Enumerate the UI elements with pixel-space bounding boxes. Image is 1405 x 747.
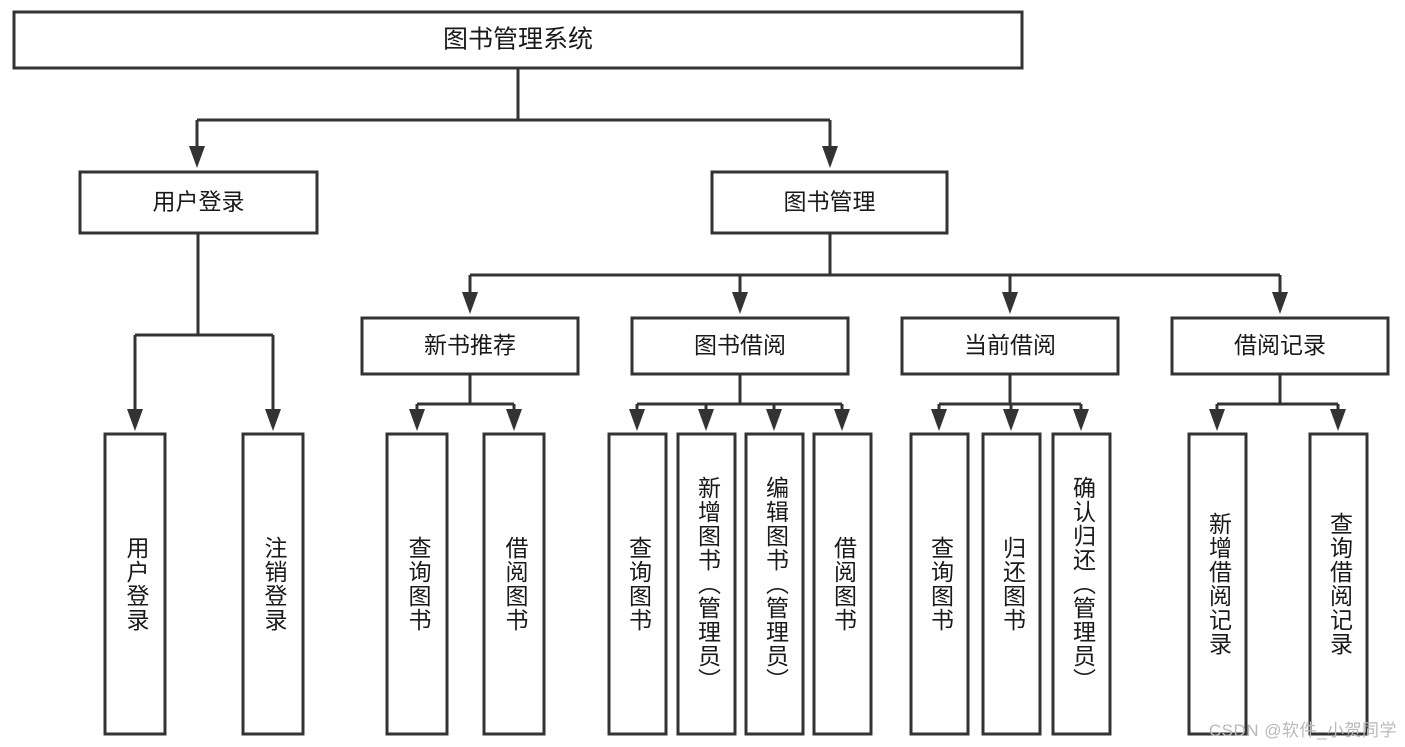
node-border [981,432,1042,736]
node-label: 用户登录 [153,189,245,215]
node-leaf-leaf-query-book-2[interactable] [607,432,668,736]
node-level2-user-login[interactable]: 用户登录 [78,170,319,235]
connector-arrowhead [822,146,838,168]
connector-arrowhead [1073,409,1089,431]
connector-group-level2-to-level3 [462,233,1288,314]
node-label: 借阅记录 [1234,332,1326,358]
connector-arrowhead [1330,409,1346,431]
node-border [710,170,949,235]
connector-group-book-borrow-to-leaves [629,374,850,431]
node-border [385,432,449,736]
connector-arrowhead [1209,409,1225,431]
connector-arrowhead [766,409,782,431]
node-border [630,316,850,376]
connector-arrowhead [265,409,281,431]
connector-group-user-login-to-leaves [127,233,281,431]
node-label: 新书推荐 [424,332,516,358]
connector-arrowhead [834,409,850,431]
node-leaf-leaf-query-book-1[interactable] [385,432,449,736]
node-leaf-leaf-add-record[interactable] [1187,432,1248,736]
connector-arrowhead [931,409,947,431]
node-leaf-leaf-return-book[interactable] [981,432,1042,736]
node-leaf-leaf-add-book[interactable] [676,432,737,736]
node-level3-current-borrow[interactable]: 当前借阅 [900,316,1120,376]
node-label: 图书管理系统 [443,26,593,54]
node-leaf-leaf-user-login[interactable] [103,432,167,736]
connector-arrowhead [1003,409,1019,431]
node-leaf-leaf-confirm-return[interactable] [1051,432,1112,736]
node-border [482,432,546,736]
node-border [78,170,319,235]
node-level3-borrow-record[interactable]: 借阅记录 [1170,316,1390,376]
node-border [1051,432,1112,736]
node-border [900,316,1120,376]
node-border [1308,432,1369,736]
connector-group-root-to-level2 [189,68,838,168]
node-leaf-leaf-borrow-book-1[interactable] [482,432,546,736]
connector-arrowhead [189,146,205,168]
connector-group-new-book-to-leaves [409,374,522,431]
node-border [103,432,167,736]
node-label: 当前借阅 [964,332,1056,358]
node-border [241,432,305,736]
node-leaf-leaf-borrow-book-2[interactable] [812,432,873,736]
node-leaf-leaf-edit-book[interactable] [744,432,805,736]
connector-group-current-borrow-to-leaves [931,374,1089,431]
node-border [1187,432,1248,736]
csdn-watermark: CSDN @软件_小贺同学 [1208,721,1397,740]
node-border [1170,316,1390,376]
node-level2-book-manage[interactable]: 图书管理 [710,170,949,235]
connector-arrowhead [462,292,478,314]
node-level3-book-borrow[interactable]: 图书借阅 [630,316,850,376]
connector-arrowhead [409,409,425,431]
node-label: 图书借阅 [694,332,786,358]
node-level3-new-book-rec[interactable]: 新书推荐 [360,316,580,376]
node-border [360,316,580,376]
node-leaf-leaf-user-logout[interactable] [241,432,305,736]
node-border [12,10,1024,70]
connector-arrowhead [629,409,645,431]
connector-arrowhead [698,409,714,431]
connector-arrowhead [1002,292,1018,314]
node-leaf-leaf-query-book-3[interactable] [909,432,970,736]
connector-arrowhead [127,409,143,431]
node-border [744,432,805,736]
connector-arrowhead [506,409,522,431]
node-root-root[interactable]: 图书管理系统 [12,10,1024,70]
node-border [812,432,873,736]
connector-arrowhead [1272,292,1288,314]
node-border [909,432,970,736]
node-border [607,432,668,736]
node-leaf-leaf-query-record[interactable] [1308,432,1369,736]
connector-arrowhead [732,292,748,314]
connector-group-borrow-record-to-leaves [1209,374,1346,431]
node-border [676,432,737,736]
node-label: 图书管理 [784,189,876,215]
